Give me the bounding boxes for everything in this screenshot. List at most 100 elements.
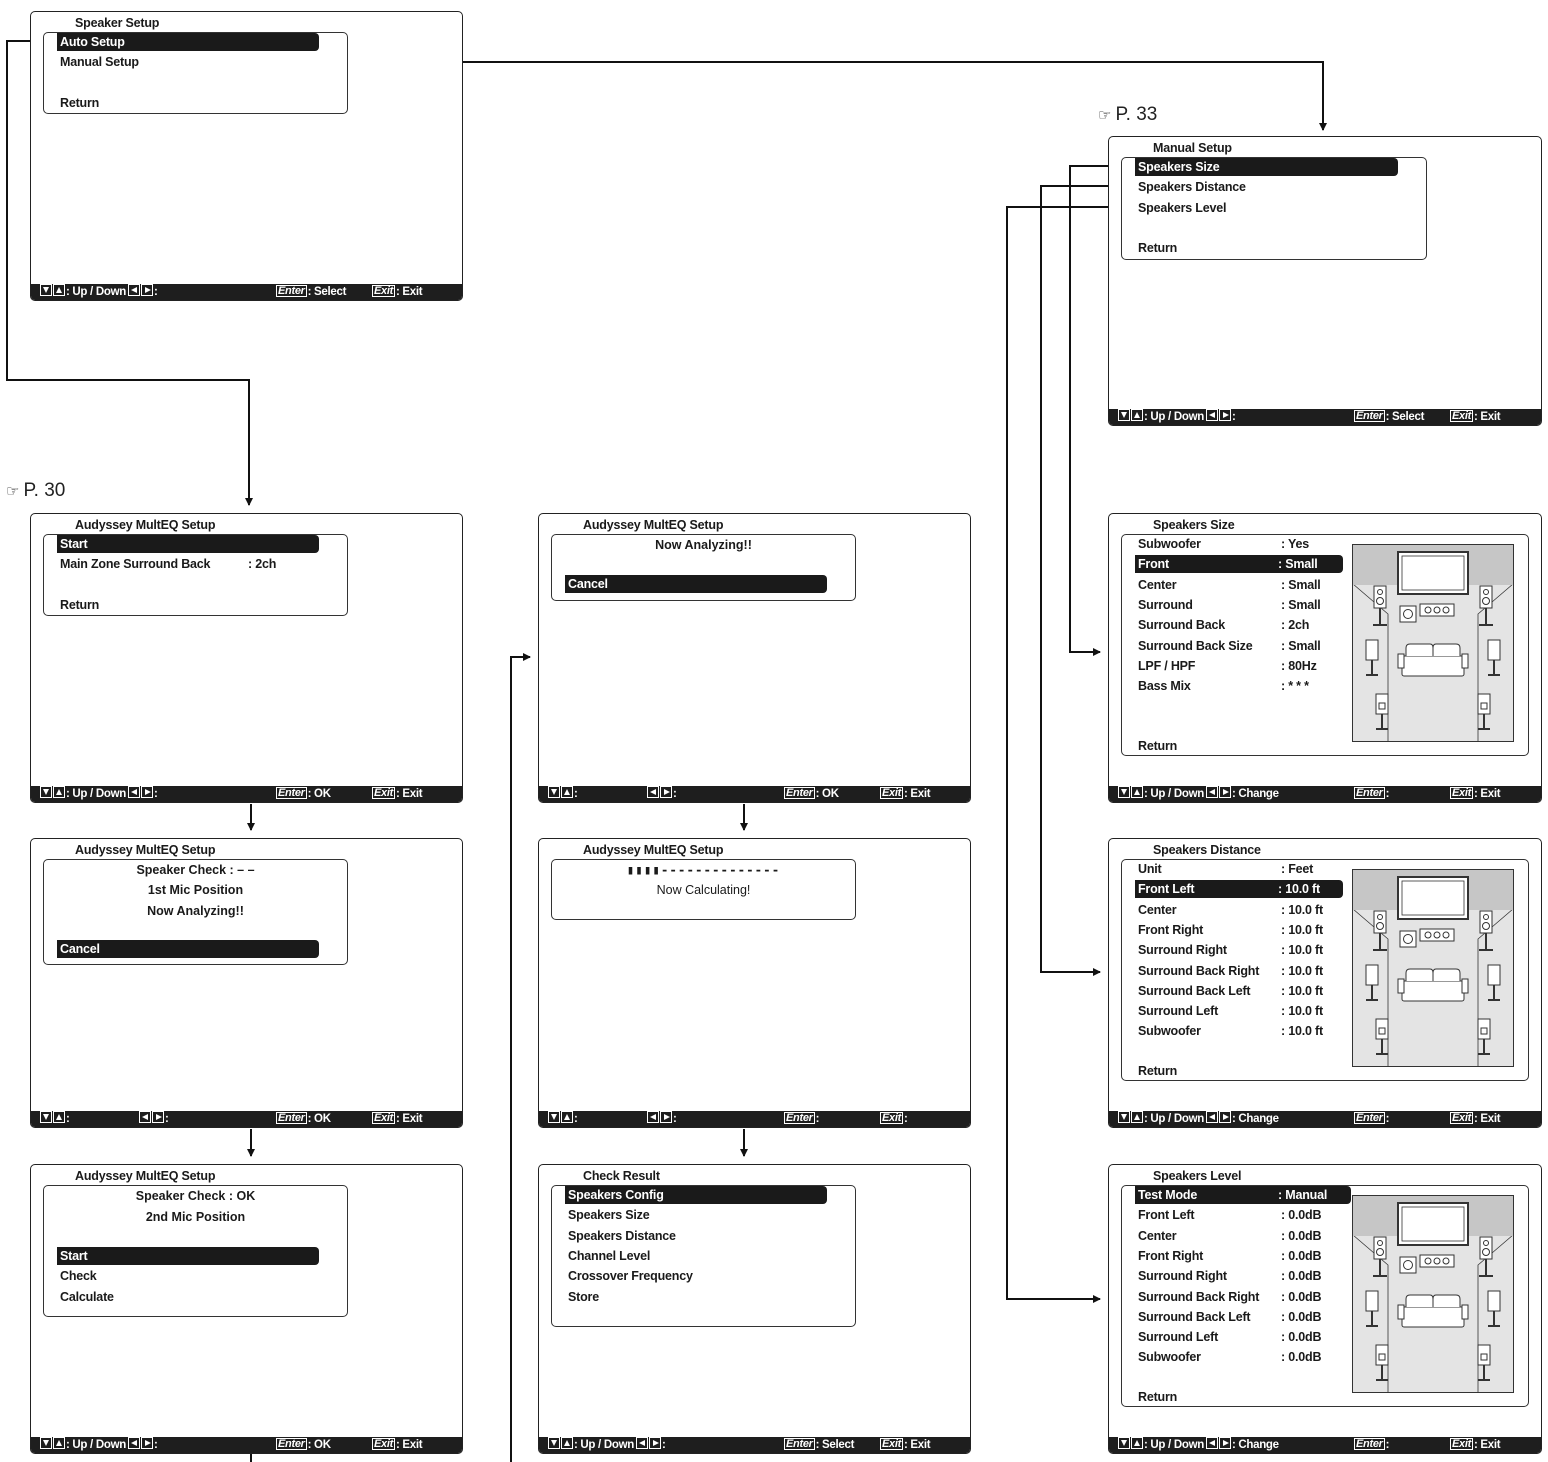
- setting-row[interactable]: Bass Mix: * * *: [1138, 677, 1309, 695]
- setting-value: : 10.0 ft: [1281, 983, 1323, 998]
- menu-item-return[interactable]: Return: [1138, 1390, 1178, 1404]
- enter-key-icon: Enter: [1354, 787, 1385, 799]
- setting-row[interactable]: Surround Back Right: 10.0 ft: [1138, 962, 1323, 980]
- right-arrow-icon: [660, 1111, 672, 1123]
- calculate-button[interactable]: Calculate: [60, 1290, 114, 1304]
- setting-label: Surround Back Size: [1138, 638, 1253, 653]
- pointing-hand-icon: ☞: [6, 483, 20, 500]
- left-arrow-icon: [127, 1437, 140, 1449]
- setting-row[interactable]: Front: Small: [1135, 555, 1343, 574]
- setting-value: : 2ch: [1281, 618, 1310, 633]
- setting-row[interactable]: Center: Small: [1138, 576, 1321, 594]
- screen-title: Audyssey MultEQ Setup: [583, 843, 724, 857]
- footer-exit: Exit: Exit: [880, 1438, 931, 1451]
- footer-enter: Enter: OK: [276, 787, 331, 800]
- exit-key-icon: Exit: [1450, 787, 1473, 799]
- setting-row[interactable]: Surround Back : 2ch: [1138, 616, 1309, 634]
- setting-label: Surround Back: [1138, 618, 1225, 633]
- setting-row[interactable]: Surround Left: 10.0 ft: [1138, 1002, 1323, 1020]
- setting-row[interactable]: Center: 10.0 ft: [1138, 901, 1323, 919]
- enter-key-icon: Enter: [1354, 410, 1385, 422]
- setting-row[interactable]: Surround Back Size: Small: [1138, 637, 1321, 655]
- setting-row[interactable]: Center: 0.0dB: [1138, 1227, 1321, 1245]
- menu-item-speakers-distance[interactable]: Speakers Distance: [1138, 180, 1246, 194]
- footer-bar: : Up / Down: Enter: Select Exit: Exit: [539, 1437, 970, 1453]
- setting-row[interactable]: LPF / HPF: 80Hz: [1138, 657, 1317, 675]
- setting-row[interactable]: Front Left: 0.0dB: [1138, 1206, 1321, 1224]
- speaker-layout-diagram: [1352, 1195, 1514, 1393]
- setting-value: : 0.0dB: [1281, 1208, 1322, 1223]
- menu-item-speakers-size[interactable]: Speakers Size: [568, 1208, 650, 1222]
- check-button[interactable]: Check: [60, 1269, 97, 1283]
- setting-row[interactable]: Unit: Feet: [1138, 860, 1313, 878]
- menu-item-return[interactable]: Return: [1138, 241, 1178, 255]
- surround-back-setting[interactable]: Main Zone Surround Back: 2ch: [60, 557, 277, 571]
- footer-up-down: : Up / Down:: [40, 284, 158, 300]
- setting-label: Front Right: [1138, 922, 1204, 937]
- screen-title: Speakers Size: [1153, 518, 1235, 532]
- setting-row[interactable]: Subwoofer: 10.0 ft: [1138, 1022, 1323, 1040]
- menu-item-speakers-config[interactable]: Speakers Config: [565, 1186, 827, 1204]
- exit-key-icon: Exit: [372, 285, 395, 297]
- start-button[interactable]: Start: [57, 1247, 319, 1265]
- setting-row[interactable]: Surround Right: 10.0 ft: [1138, 941, 1323, 959]
- start-button[interactable]: Start: [57, 535, 319, 553]
- menu-item-speakers-size[interactable]: Speakers Size: [1135, 158, 1398, 176]
- footer-enter: Enter:: [1354, 1112, 1390, 1125]
- cancel-button[interactable]: Cancel: [565, 575, 827, 593]
- menu-item-return[interactable]: Return: [60, 96, 100, 110]
- screen-title: Audyssey MultEQ Setup: [75, 843, 216, 857]
- footer-enter: Enter: OK: [276, 1438, 331, 1451]
- exit-key-icon: Exit: [1450, 1112, 1473, 1124]
- setting-row[interactable]: Surround: Small: [1138, 596, 1321, 614]
- setting-value: : 10.0 ft: [1281, 902, 1323, 917]
- menu-item-speakers-distance[interactable]: Speakers Distance: [568, 1229, 676, 1243]
- setting-value: : 0.0dB: [1281, 1309, 1322, 1324]
- mic-position-label: 1st Mic Position: [147, 883, 244, 897]
- exit-key-icon: Exit: [1450, 1438, 1473, 1450]
- menu-item-store[interactable]: Store: [568, 1290, 599, 1304]
- setting-value: : 0.0dB: [1281, 1269, 1322, 1284]
- down-arrow-icon: [548, 1111, 560, 1123]
- left-arrow-icon: [1205, 1111, 1218, 1123]
- footer-exit: Exit: Exit: [372, 787, 423, 800]
- footer-enter: Enter: Select: [784, 1438, 855, 1451]
- footer-bar: : Up / Down: Change Enter: Exit: Exit: [1109, 786, 1541, 802]
- footer-bar: : : Enter: OK Exit: Exit: [31, 1111, 462, 1127]
- setting-row[interactable]: Surround Left: 0.0dB: [1138, 1328, 1321, 1346]
- enter-key-icon: Enter: [276, 787, 307, 799]
- setting-row[interactable]: Front Right: 10.0 ft: [1138, 921, 1323, 939]
- footer-bar: : Up / Down: Enter: OK Exit: Exit: [31, 1437, 462, 1453]
- left-arrow-icon: [1205, 1437, 1218, 1449]
- setting-row[interactable]: Surround Back Right: 0.0dB: [1138, 1288, 1321, 1306]
- menu-item-crossover-frequency[interactable]: Crossover Frequency: [568, 1269, 693, 1283]
- cancel-button[interactable]: Cancel: [57, 940, 319, 958]
- footer-up-down: : Up / Down: Change: [1118, 1111, 1279, 1127]
- setting-row[interactable]: Front Right: 0.0dB: [1138, 1247, 1321, 1265]
- setting-label: Surround Back Right: [1138, 963, 1260, 978]
- menu-item-speakers-level[interactable]: Speakers Level: [1138, 201, 1227, 215]
- up-arrow-icon: [53, 284, 65, 296]
- menu-item-auto-setup[interactable]: Auto Setup: [57, 33, 319, 51]
- menu-item-return[interactable]: Return: [1138, 1064, 1178, 1078]
- footer-bar: : Up / Down: Enter: Select Exit: Exit: [31, 284, 462, 300]
- menu-item-return[interactable]: Return: [60, 598, 100, 612]
- menu-panel: [551, 1185, 856, 1327]
- screen-title: Manual Setup: [1153, 141, 1232, 155]
- footer-up-down: :: [548, 1111, 578, 1127]
- menu-item-manual-setup[interactable]: Manual Setup: [60, 55, 139, 69]
- setting-row[interactable]: Subwoofer: Yes: [1138, 535, 1309, 553]
- enter-key-icon: Enter: [784, 1112, 815, 1124]
- setting-row[interactable]: Test Mode: Manual: [1135, 1186, 1351, 1204]
- setting-row[interactable]: Subwoofer: 0.0dB: [1138, 1348, 1321, 1366]
- menu-item-channel-level[interactable]: Channel Level: [568, 1249, 651, 1263]
- setting-row[interactable]: Surround Back Left: 0.0dB: [1138, 1308, 1321, 1326]
- setting-row[interactable]: Surround Back Left: 10.0 ft: [1138, 982, 1323, 1000]
- setting-row[interactable]: Front Left: 10.0 ft: [1135, 880, 1343, 899]
- audyssey-start-screen: Audyssey MultEQ Setup Start Main Zone Su…: [30, 513, 463, 803]
- exit-key-icon: Exit: [372, 787, 395, 799]
- setting-row[interactable]: Surround Right: 0.0dB: [1138, 1267, 1321, 1285]
- menu-item-return[interactable]: Return: [1138, 739, 1178, 753]
- footer-left-right: :: [647, 786, 677, 802]
- right-arrow-icon: [1218, 409, 1231, 421]
